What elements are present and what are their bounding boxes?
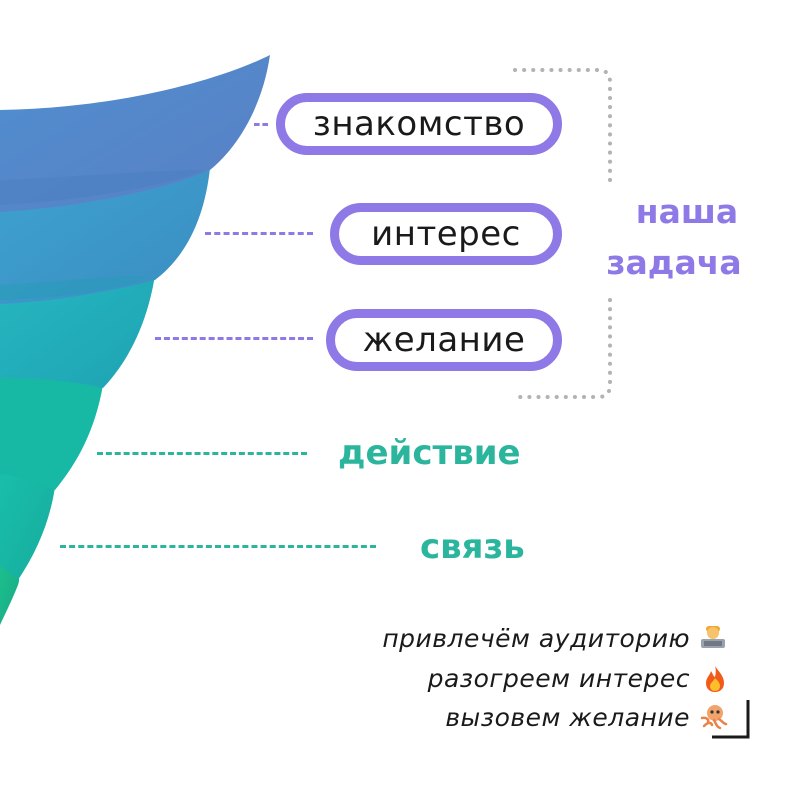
- note-attract-audience: привлечём аудиторию: [382, 624, 690, 653]
- task-label-line-2: задача: [606, 243, 742, 282]
- person-laptop-icon: [701, 626, 725, 648]
- task-label-line-1: наша: [635, 192, 739, 231]
- note-warm-interest: разогреем интерес: [427, 664, 690, 693]
- stage-label-connection: связь: [420, 527, 525, 567]
- stage-pill-interest: интерес: [330, 203, 562, 265]
- stage-label-action: действие: [338, 433, 521, 473]
- connector-line-1: [254, 123, 268, 126]
- note-evoke-desire: вызовем желание: [445, 703, 690, 732]
- stage-pill-awareness: знакомство: [276, 93, 562, 155]
- funnel-tier-2: [0, 168, 210, 304]
- funnel-tier-3b: [0, 375, 103, 490]
- connector-line-3: [155, 337, 313, 340]
- octopus-icon: [700, 705, 728, 730]
- stage-label: интерес: [371, 214, 521, 254]
- connector-line-5: [60, 545, 376, 548]
- connector-line-2: [205, 232, 313, 235]
- funnel-tier-1: [0, 55, 270, 212]
- stage-label: знакомство: [312, 104, 526, 144]
- connector-line-4: [97, 452, 307, 455]
- stage-label: желание: [362, 320, 526, 360]
- funnel-tier-4: [0, 470, 55, 580]
- funnel-tier-3: [0, 275, 155, 388]
- stage-pill-desire: желание: [326, 309, 562, 371]
- fire-icon: [706, 666, 724, 692]
